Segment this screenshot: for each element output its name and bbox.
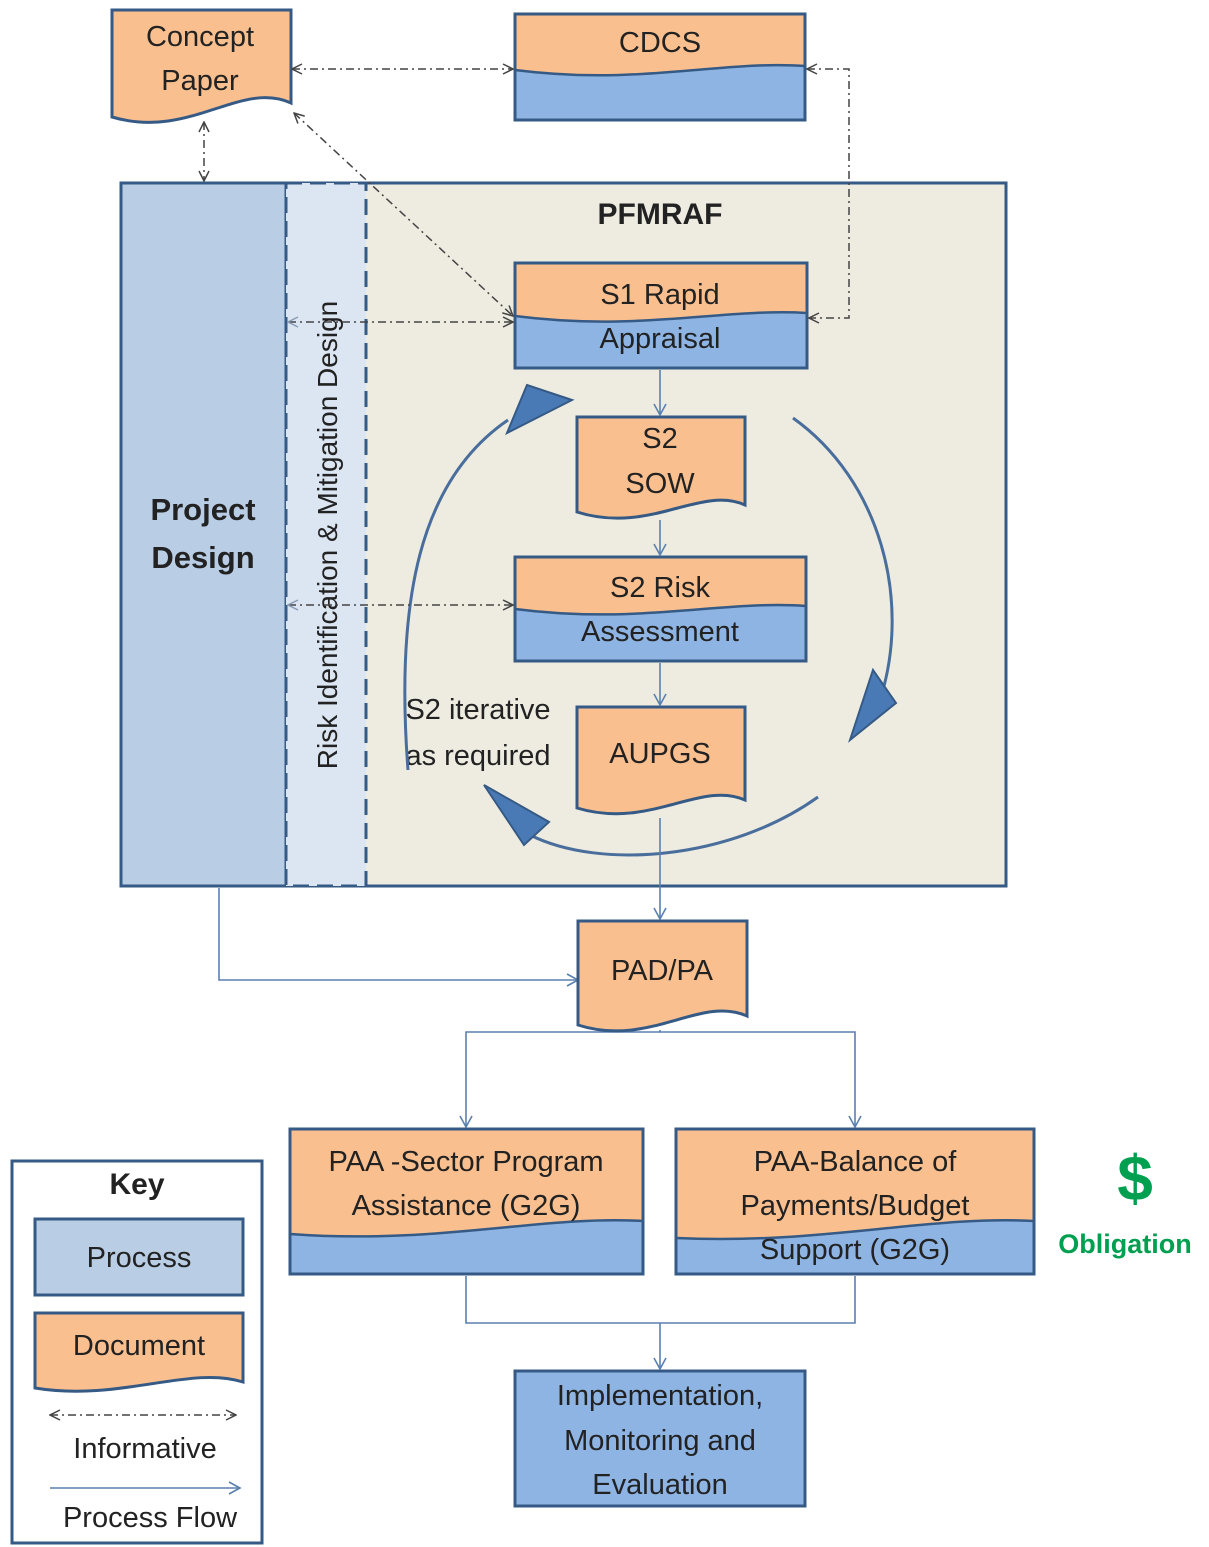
legend-key: Key Process Document Informative Process…	[10, 1159, 264, 1545]
paa-sector-line2: Assistance (G2G)	[352, 1190, 581, 1222]
flow-pad-to-sector	[459, 1030, 661, 1129]
cycle-arrowhead-bottom	[483, 784, 551, 847]
paa-sector-line1: PAA -Sector Program	[328, 1146, 603, 1178]
risk-identification-label: Risk Identification & Mitigation Design	[312, 301, 343, 769]
informative-arrows	[204, 69, 850, 605]
concept-paper-line1: Concept	[146, 21, 254, 53]
s2-sow-document: S2 SOW	[575, 415, 747, 520]
paa-balance-line1: PAA-Balance of	[754, 1146, 958, 1178]
s1-top-label: S1 Rapid	[600, 279, 719, 311]
project-design-line1: Project	[150, 492, 255, 527]
cycle-arrowhead-right	[847, 667, 898, 743]
key-title: Key	[109, 1168, 164, 1201]
project-design-line2: Design	[151, 540, 254, 575]
project-design-label: Project Design	[150, 492, 255, 575]
process-flow-arrows	[218, 370, 862, 1371]
s1-rapid-appraisal-box: S1 Rapid Appraisal	[513, 261, 809, 370]
pfmraf-title: PFMRAF	[598, 198, 723, 231]
s2-risk-top-label: S2 Risk	[610, 572, 710, 604]
iterative-line1: S2 iterative	[405, 694, 550, 726]
obligation-marker: $ Obligation	[1058, 1142, 1191, 1259]
key-process-flow-label: Process Flow	[63, 1502, 238, 1534]
s2-sow-line2: SOW	[625, 468, 695, 500]
s2-sow-line1: S2	[642, 423, 677, 455]
paa-sector-box: PAA -Sector Program Assistance (G2G)	[288, 1127, 645, 1276]
flow-paa-merge	[465, 1276, 856, 1324]
informative-arrow-cdcs-s1	[807, 69, 850, 318]
cdcs-label: CDCS	[619, 27, 701, 59]
concept-paper-line2: Paper	[161, 65, 239, 97]
cycle-arrowhead-top	[505, 383, 575, 436]
pad-pa-label: PAD/PA	[611, 955, 714, 987]
pad-pa-document: PAD/PA	[576, 919, 749, 1033]
paa-balance-line3: Support (G2G)	[760, 1234, 950, 1266]
key-informative-label: Informative	[73, 1433, 216, 1465]
concept-paper-document: Concept Paper	[110, 8, 293, 124]
key-process-label: Process	[87, 1242, 192, 1274]
aupgs-label: AUPGS	[609, 738, 711, 770]
s2-risk-assessment-box: S2 Risk Assessment	[513, 555, 808, 663]
implementation-line3: Evaluation	[592, 1469, 727, 1501]
s2-risk-bottom-label: Assessment	[581, 616, 739, 648]
implementation-line2: Monitoring and	[564, 1425, 756, 1457]
aupgs-document: AUPGS	[575, 705, 747, 816]
paa-balance-box: PAA-Balance of Payments/Budget Support (…	[674, 1127, 1036, 1276]
informative-arrow-concept-s1	[294, 113, 513, 316]
implementation-line1: Implementation,	[557, 1380, 763, 1412]
dollar-icon: $	[1117, 1142, 1153, 1214]
key-process-swatch	[33, 1217, 245, 1297]
obligation-label: Obligation	[1058, 1229, 1191, 1259]
key-document-swatch	[33, 1311, 245, 1393]
iteration-cycle-arrows	[403, 383, 898, 857]
paa-balance-line2: Payments/Budget	[741, 1190, 970, 1222]
iterative-note: S2 iterative as required	[405, 694, 550, 772]
cdcs-box: CDCS	[513, 12, 807, 122]
flow-project-to-pad	[218, 888, 580, 987]
iterative-line2: as required	[405, 740, 550, 772]
pfmraf-region: PFMRAF	[119, 181, 1008, 888]
flow-pad-to-balance	[660, 1031, 862, 1129]
key-document-label: Document	[73, 1330, 205, 1362]
implementation-box: Implementation, Monitoring and Evaluatio…	[513, 1369, 807, 1508]
s1-bottom-label: Appraisal	[600, 323, 721, 355]
